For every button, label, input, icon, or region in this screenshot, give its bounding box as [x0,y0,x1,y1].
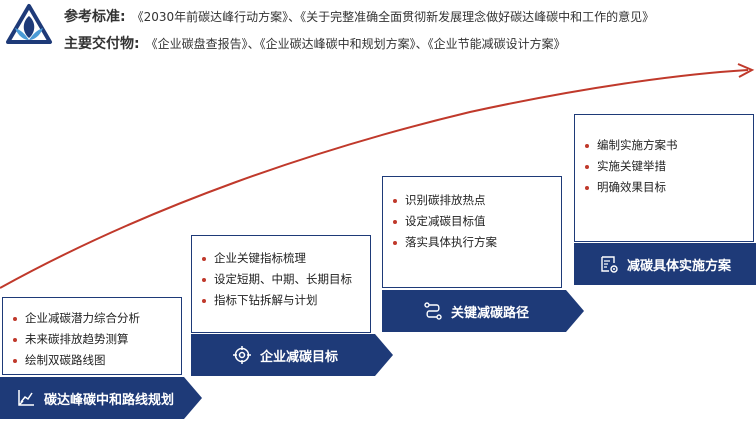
step-4-banner: 减碳具体实施方案 [574,243,756,285]
step-2-item: 企业关键指标梳理 [192,248,370,269]
step-4-title: 减碳具体实施方案 [626,258,731,274]
step-2-item: 设定短期、中期、长期目标 [192,269,370,290]
deliverables-value: 《企业碳盘查报告》、《企业碳达峰碳中和规划方案》、《企业节能减碳设计方案》 [145,37,566,51]
step-4-item: 实施关键举措 [575,156,753,177]
logo-icon [6,4,52,44]
path-icon [424,302,442,320]
step-1-item: 企业减碳潜力综合分析 [3,308,181,329]
step-2-banner: 企业减碳目标 [191,334,393,376]
document-gear-icon [601,256,618,273]
chart-ruler-icon [18,390,34,406]
step-1-box: 企业减碳潜力综合分析 未来碳排放趋势测算 绘制双碳路线图 [2,297,182,375]
step-3-banner: 关键减碳路径 [382,290,584,332]
step-4-item: 编制实施方案书 [575,135,753,156]
step-2-box: 企业关键指标梳理 设定短期、中期、长期目标 指标下钻拆解与计划 [191,235,371,333]
step-1-banner: 碳达峰碳中和路线规划 [0,377,202,419]
step-4-item: 明确效果目标 [575,177,753,198]
step-4-box: 编制实施方案书 实施关键举措 明确效果目标 [574,114,754,242]
main-deliverables: 主要交付物: 《企业碳盘查报告》、《企业碳达峰碳中和规划方案》、《企业节能减碳设… [64,33,566,53]
reference-value: 《2030年前碳达峰行动方案》、《关于完整准确全面贯彻新发展理念做好碳达峰碳中和… [131,10,655,24]
reference-standards: 参考标准: 《2030年前碳达峰行动方案》、《关于完整准确全面贯彻新发展理念做好… [64,6,654,26]
step-3-item: 识别碳排放热点 [383,190,561,211]
reference-label: 参考标准: [64,9,126,25]
step-2-title: 企业减碳目标 [259,349,338,365]
step-2-item: 指标下钻拆解与计划 [192,290,370,311]
step-3-item: 落实具体执行方案 [383,232,561,253]
target-icon [232,346,251,364]
step-1-title: 碳达峰碳中和路线规划 [43,392,174,408]
deliverables-label: 主要交付物: [64,36,140,52]
step-3-title: 关键减碳路径 [450,305,529,321]
step-1-item: 未来碳排放趋势测算 [3,329,181,350]
step-3-box: 识别碳排放热点 设定减碳目标值 落实具体执行方案 [382,176,562,288]
step-3-item: 设定减碳目标值 [383,211,561,232]
step-1-item: 绘制双碳路线图 [3,350,181,371]
